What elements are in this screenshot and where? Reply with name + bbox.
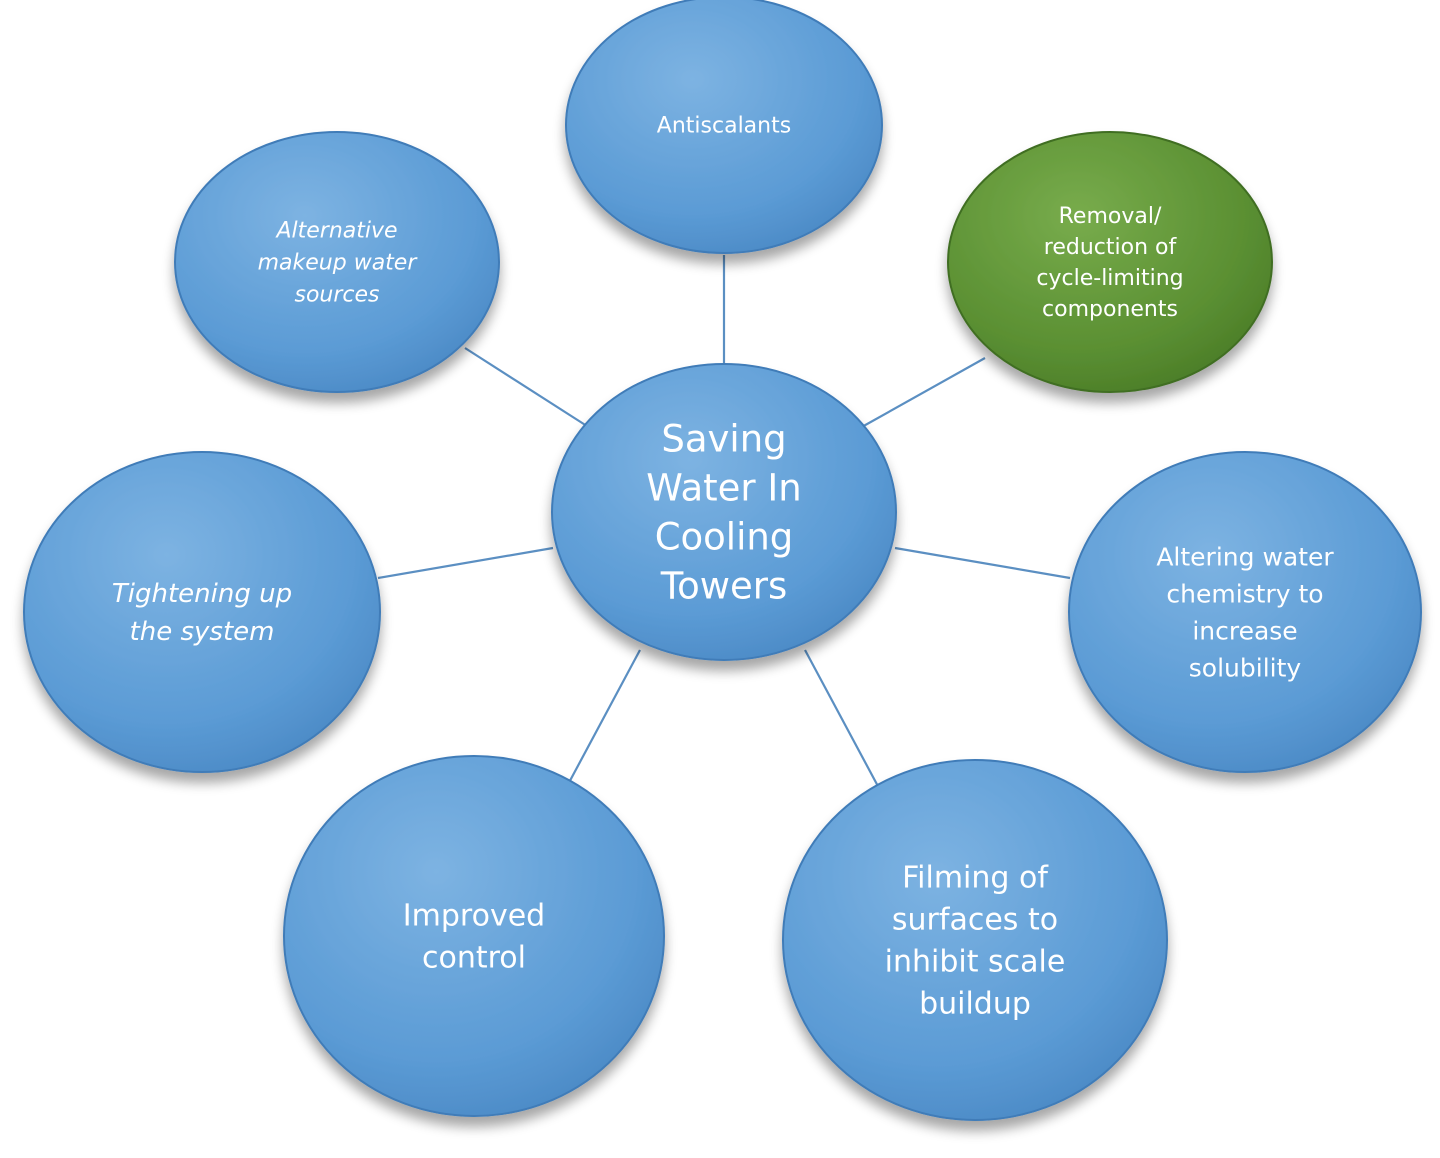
- node-antiscalants-circle: [565, 0, 883, 254]
- node-antiscalants-label-line: Antiscalants: [657, 114, 791, 139]
- node-filming-surfaces-label-line: Filming of: [902, 861, 1049, 896]
- connector-filming-surfaces: [804, 649, 881, 791]
- connector-alternative-makeup: [464, 347, 591, 429]
- node-altering-chemistry-label-line: chemistry to: [1166, 579, 1323, 608]
- connector-tightening-system: [377, 546, 554, 580]
- node-antiscalants: Antiscalants: [565, 0, 883, 254]
- node-filming-surfaces-label-line: inhibit scale: [885, 945, 1066, 980]
- node-removal-reduction-circle: [947, 131, 1273, 393]
- node-tightening-system-label-line: the system: [130, 617, 275, 647]
- node-alternative-makeup-label-line: Alternative: [274, 219, 397, 244]
- node-alternative-makeup-label-line: makeup water: [258, 251, 419, 276]
- node-alternative-makeup: Alternative makeup water sources: [174, 131, 500, 393]
- node-improved-control: Improved control: [283, 755, 665, 1117]
- node-altering-chemistry-label-line: Altering water: [1156, 542, 1334, 571]
- node-filming-surfaces-circle: [782, 759, 1168, 1121]
- node-removal-reduction-label-line: components: [1042, 297, 1178, 322]
- node-improved-control-circle: [283, 755, 665, 1117]
- node-alternative-makeup-label-line: sources: [294, 283, 379, 308]
- node-improved-control-label-line: Improved: [403, 899, 545, 934]
- node-tightening-system-circle: [23, 451, 381, 773]
- connector-lines: [377, 255, 1071, 791]
- node-filming-surfaces-label-line: surfaces to: [892, 903, 1058, 938]
- center-node-label-line: Saving: [661, 417, 786, 460]
- node-improved-control-label-line: control: [422, 941, 526, 976]
- center-node-label-line: Towers: [660, 564, 787, 607]
- node-tightening-system-label-line: Tightening up: [112, 579, 292, 609]
- node-removal-reduction-label-line: cycle-limiting: [1036, 266, 1183, 291]
- node-filming-surfaces-label-line: buildup: [919, 987, 1031, 1022]
- center-node-label-line: Cooling: [655, 515, 794, 558]
- connector-removal-reduction: [859, 357, 986, 429]
- node-altering-chemistry: Altering water chemistry to increase solubi…: [1068, 451, 1422, 773]
- connector-improved-control: [564, 649, 641, 791]
- node-filming-surfaces: Filming of surfaces to inhibit scale buildu…: [782, 759, 1168, 1121]
- node-removal-reduction: Removal/reduction of cycle-limiting compon…: [947, 131, 1273, 393]
- node-altering-chemistry-circle: [1068, 451, 1422, 773]
- node-removal-reduction-label-line: Removal/: [1059, 204, 1162, 229]
- connector-altering-chemistry: [894, 546, 1071, 580]
- node-removal-reduction-label-line: reduction of: [1044, 235, 1178, 260]
- node-altering-chemistry-label-line: increase: [1192, 616, 1297, 645]
- node-alternative-makeup-circle: [174, 131, 500, 393]
- node-altering-chemistry-label-line: solubility: [1189, 653, 1302, 682]
- node-tightening-system: Tightening up the system: [23, 451, 381, 773]
- center-node-label-line: Water In: [646, 466, 802, 509]
- center-node-circle: [551, 363, 897, 661]
